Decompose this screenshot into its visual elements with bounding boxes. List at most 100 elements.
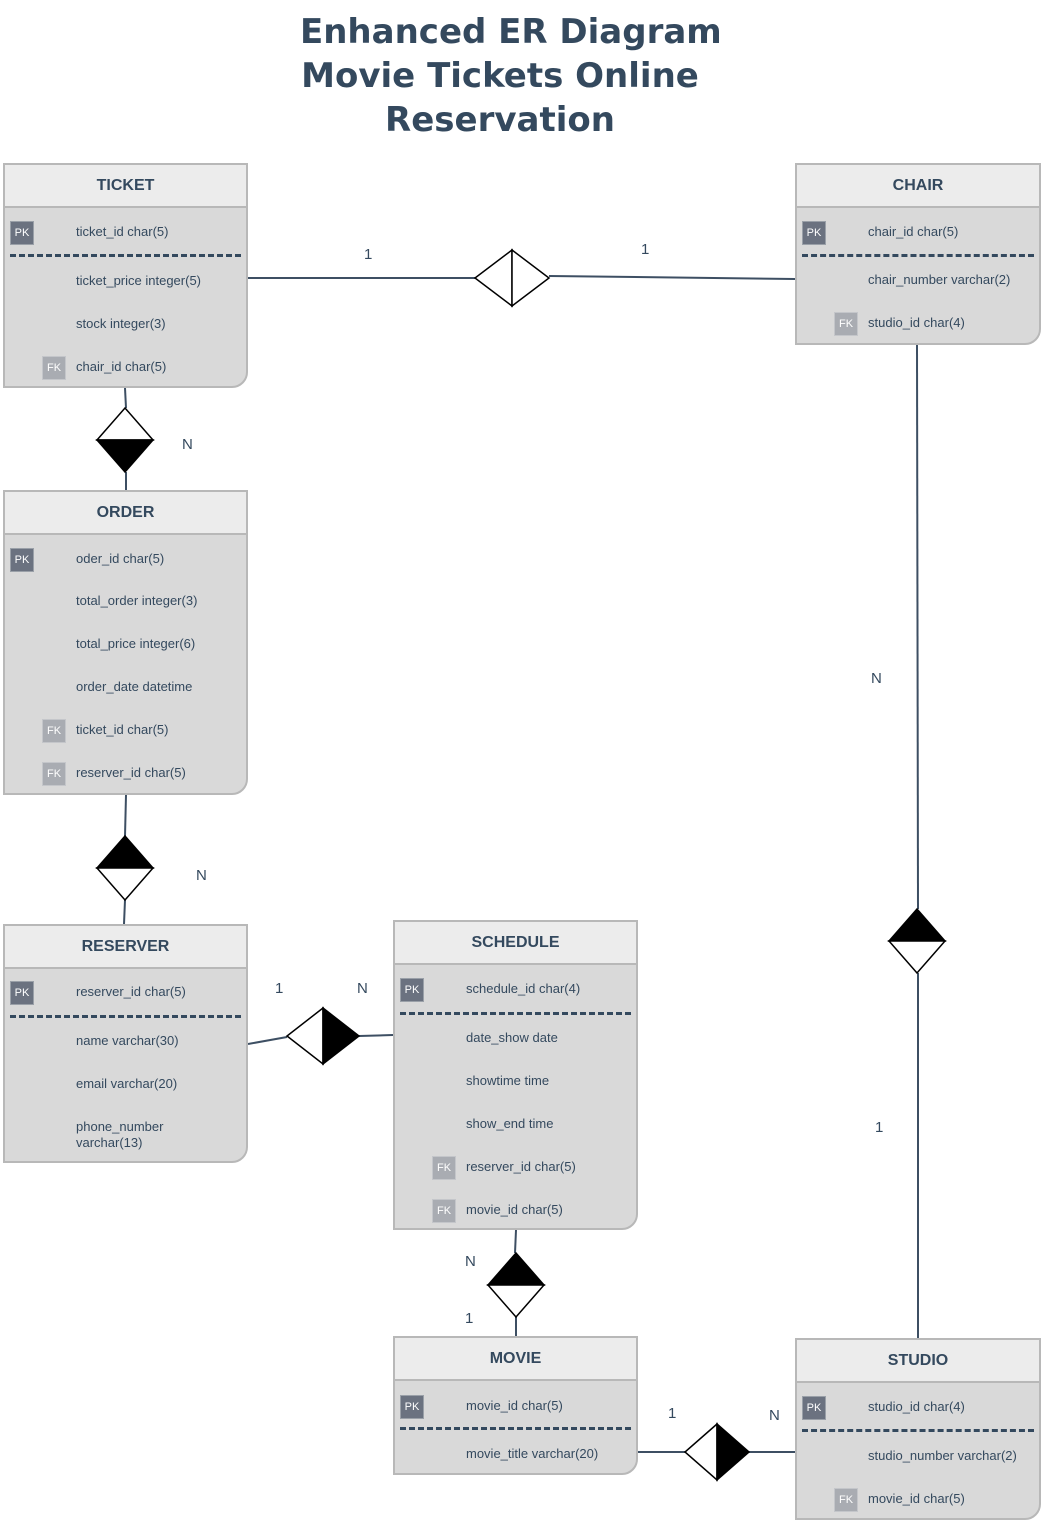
fk-badge: FK [42, 762, 66, 786]
entity-name: RESERVER [5, 926, 246, 969]
fk-badge: FK [42, 719, 66, 743]
entity-order[interactable]: ORDER PK oder_id char(5) total_order intege… [3, 490, 248, 795]
relationship-line [123, 899, 126, 925]
cardinality-label: N [196, 867, 207, 884]
attribute-row[interactable]: movie_title varchar(20) [395, 1443, 636, 1467]
attribute-name: total_order integer(3) [76, 593, 198, 608]
attribute-row[interactable]: show_end time [395, 1113, 636, 1137]
attribute-name: name varchar(30) [76, 1033, 179, 1048]
attribute-name: order_date datetime [76, 679, 193, 694]
attribute-name: reserver_id char(5) [466, 1159, 576, 1174]
relationship-diamond-icon[interactable] [95, 406, 155, 474]
attribute-row[interactable]: total_price integer(6) [5, 633, 246, 657]
attribute-row[interactable]: date_show date [395, 1027, 636, 1051]
relationship-diamond-icon[interactable] [473, 248, 551, 308]
fk-badge: FK [432, 1199, 456, 1223]
pk-badge: PK [802, 1396, 826, 1420]
attribute-row[interactable]: total_order integer(3) [5, 590, 246, 614]
attribute-name: movie_id char(5) [466, 1202, 563, 1217]
attribute-row[interactable]: showtime time [395, 1070, 636, 1094]
relationship-line [514, 1229, 517, 1254]
pk-badge: PK [10, 221, 34, 245]
attribute-name: email varchar(20) [76, 1076, 178, 1091]
attribute-row[interactable]: FK movie_id char(5) [395, 1199, 636, 1223]
attribute-name: ticket_id char(5) [76, 224, 169, 239]
attribute-row[interactable]: PK oder_id char(5) [5, 548, 246, 572]
attribute-row[interactable]: FK studio_id char(4) [797, 312, 1039, 336]
relationship-diamond-icon[interactable] [95, 834, 155, 902]
cardinality-label: N [871, 670, 882, 687]
attribute-row[interactable]: name varchar(30) [5, 1030, 246, 1054]
attribute-row[interactable]: studio_number varchar(2) [797, 1445, 1039, 1469]
pk-badge: PK [10, 548, 34, 572]
attribute-name: studio_id char(4) [868, 315, 965, 330]
relationship-line [247, 1036, 288, 1045]
attribute-name: showtime time [466, 1073, 550, 1088]
attribute-name: chair_id char(5) [868, 224, 959, 239]
entity-ticket[interactable]: TICKET PK ticket_id char(5) ticket_price in… [3, 163, 248, 388]
diagram-title: Enhanced ER Diagram Movie Tickets Online… [300, 10, 722, 142]
title-line: Enhanced ER Diagram [300, 12, 722, 52]
attribute-name: movie_id char(5) [466, 1398, 563, 1413]
attribute-row[interactable]: phone_number varchar(13) [5, 1116, 246, 1150]
attribute-name: ticket_price integer(5) [76, 273, 201, 288]
attribute-row[interactable]: FK chair_id char(5) [5, 356, 246, 380]
cardinality-label: 1 [875, 1119, 884, 1136]
title-line: Movie Tickets Online [301, 56, 699, 96]
title-line: Reservation [385, 100, 615, 140]
relationship-diamond-icon[interactable] [887, 907, 947, 975]
entity-name: MOVIE [395, 1338, 636, 1381]
cardinality-label: 1 [275, 980, 284, 997]
attribute-name: reserver_id char(5) [76, 765, 186, 780]
relationship-diamond-icon[interactable] [285, 1006, 361, 1066]
cardinality-label: 1 [364, 246, 373, 263]
attribute-row[interactable]: order_date datetime [5, 676, 246, 700]
entity-name: SCHEDULE [395, 922, 636, 965]
cardinality-label: N [182, 436, 193, 453]
fk-badge: FK [834, 1488, 858, 1512]
attribute-name: oder_id char(5) [76, 551, 165, 566]
entity-name: ORDER [5, 492, 246, 535]
relationship-diamond-icon[interactable] [486, 1251, 546, 1319]
fk-badge: FK [834, 312, 858, 336]
attribute-row[interactable]: ticket_price integer(5) [5, 270, 246, 294]
attribute-name: date_show date [466, 1030, 558, 1045]
entity-name: TICKET [5, 165, 246, 208]
attribute-row[interactable]: FK reserver_id char(5) [5, 762, 246, 786]
cardinality-label: 1 [641, 241, 650, 258]
key-divider [10, 254, 241, 257]
cardinality-label: N [357, 980, 368, 997]
key-divider [802, 1429, 1034, 1432]
attribute-row[interactable]: chair_number varchar(2) [797, 269, 1039, 293]
attribute-name: chair_id char(5) [76, 359, 167, 374]
attribute-row[interactable]: PK ticket_id char(5) [5, 221, 246, 245]
pk-badge: PK [400, 978, 424, 1002]
cardinality-label: N [465, 1253, 476, 1270]
fk-badge: FK [42, 356, 66, 380]
key-divider [802, 254, 1034, 257]
relationship-diamond-icon[interactable] [683, 1422, 751, 1482]
attribute-row[interactable]: FK movie_id char(5) [797, 1488, 1039, 1512]
attribute-name: studio_number varchar(2) [868, 1448, 1017, 1463]
key-divider [400, 1427, 631, 1430]
attribute-row[interactable]: stock integer(3) [5, 313, 246, 337]
attribute-row[interactable]: email varchar(20) [5, 1073, 246, 1097]
key-divider [400, 1012, 631, 1015]
attribute-name: reserver_id char(5) [76, 984, 186, 999]
entity-name: CHAIR [797, 165, 1039, 208]
attribute-name: movie_id char(5) [868, 1491, 965, 1506]
relationship-line [124, 387, 127, 409]
